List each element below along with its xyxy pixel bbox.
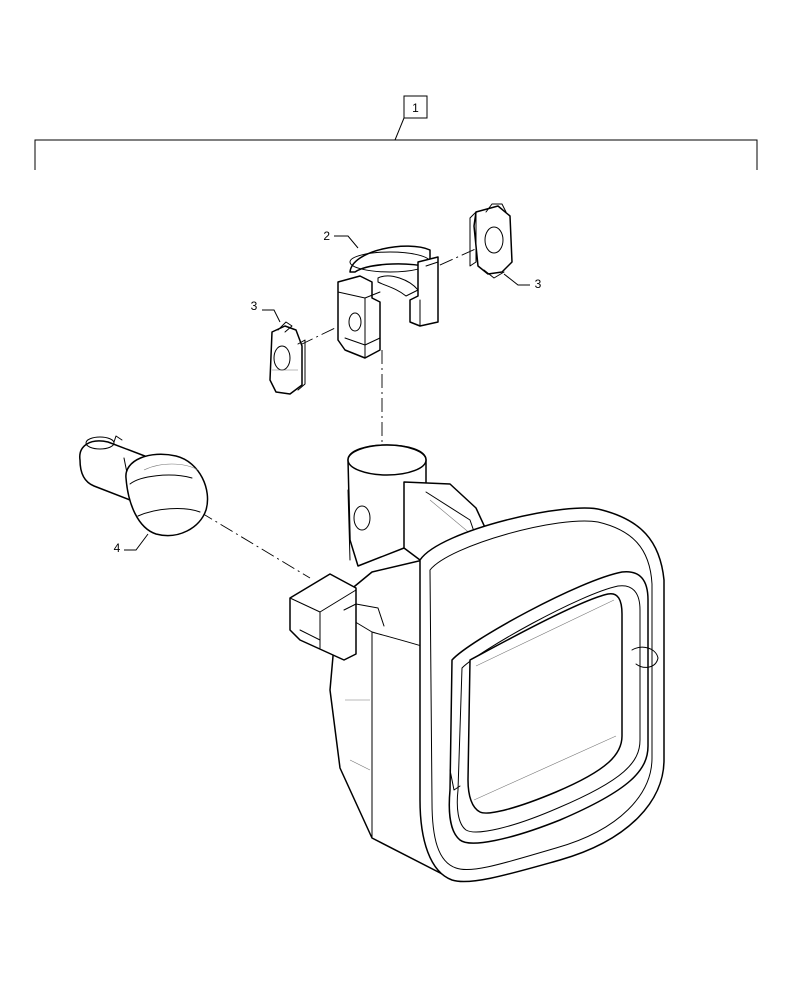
bulb[interactable] bbox=[79, 435, 209, 537]
callout-4-label: 4 bbox=[114, 541, 121, 555]
callout-2-label: 2 bbox=[323, 229, 330, 243]
callout-3-left-label: 3 bbox=[251, 299, 258, 313]
callout-1[interactable]: 1 bbox=[403, 95, 428, 119]
callout-1-label: 1 bbox=[412, 101, 419, 115]
clip-left[interactable] bbox=[269, 321, 306, 395]
mounting-clamp[interactable] bbox=[337, 245, 439, 359]
assembly-bracket bbox=[34, 117, 758, 170]
callout-2[interactable]: 2 bbox=[323, 229, 359, 249]
lamp-housing[interactable] bbox=[289, 444, 665, 883]
callout-4[interactable]: 4 bbox=[114, 533, 149, 555]
callout-3-right[interactable]: 3 bbox=[503, 273, 542, 291]
callout-3-left[interactable]: 3 bbox=[251, 299, 281, 323]
callout-3-right-label: 3 bbox=[535, 277, 542, 291]
clip-right[interactable] bbox=[469, 203, 513, 279]
